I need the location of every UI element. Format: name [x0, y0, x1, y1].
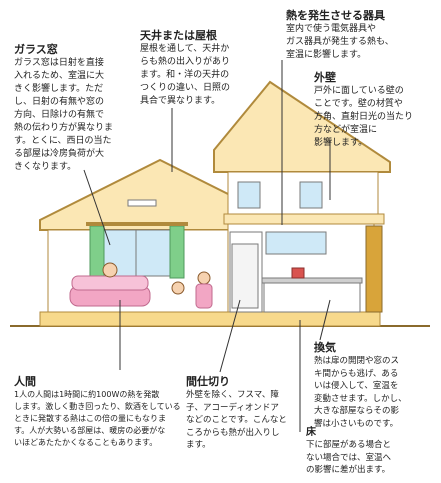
floor-band [39, 311, 381, 327]
ventilation-line-3: いは侵入して、室温を [314, 381, 399, 391]
kitchen-window [265, 231, 327, 255]
partition-label: 間仕切り 外壁を除く、フスマ、障 子、アコーディオンドア などのことです。こんな… [186, 374, 302, 452]
ventilation-line-1: 熱は扉の開閉や窓のス [314, 356, 400, 366]
person-head-3 [197, 271, 211, 285]
kitchen-counter [263, 281, 361, 313]
partition-line-2: 子、アコーディオンドア [186, 402, 279, 413]
outer-wall-line-1: 戸外に面している壁の [314, 86, 404, 96]
upper-window-2 [299, 181, 323, 209]
people-line-1: 1人の人間は1時間に約100Wの熱を発散 [14, 390, 160, 399]
curtain-left [89, 225, 105, 279]
leader-partition [219, 299, 241, 373]
ceiling-label: 天井または屋根 屋根を通して、天井か らも熱の出入りがあり ます。和・洋の天井の… [140, 28, 260, 108]
ventilation-line-2: キ間からも逃げ、ある [314, 368, 399, 379]
ventilation-line-5: 大きな部屋ならその影 [314, 406, 400, 416]
outer-wall-line-3: 方角、直射日光の当たり [314, 112, 414, 122]
partition-line-5: ます。 [186, 440, 211, 450]
people-line-3: ときに発散する熱はこの倍の量にもなりま [14, 414, 166, 423]
curtain-right [169, 225, 185, 279]
people-title: 人間 [14, 375, 36, 388]
appliances-title: 熱を発生させる器具 [286, 9, 385, 22]
ceiling-line-3: ます。和・洋の天井の [140, 70, 230, 80]
mid-floor-band [223, 213, 385, 225]
people-line-5: いほどあたたかくなることもあります。 [14, 438, 158, 447]
ventilation-label: 換気 熱は扉の開閉や窓のス キ間からも逃げ、ある いは侵入して、室温を 変動させ… [314, 340, 438, 430]
leader-window [83, 169, 111, 246]
people-line-4: す。人が大勢いる部屋は、暖房の必要がな [14, 426, 166, 435]
person-body-3 [195, 283, 213, 309]
appliances-line-1: 室内で使う電気器具や [286, 24, 377, 34]
window-line-6: 熱の伝わり方が異なりま [14, 123, 114, 133]
ceiling-line-1: 屋根を通して、天井か [140, 44, 230, 54]
ceiling-line-2: らも熱の出入りがあり [140, 57, 231, 67]
floor-line-2: ない場合では、室温へ [306, 452, 392, 463]
window-line-3: きく影響します。ただ [14, 84, 104, 94]
partition-line-3: などのことです。こんなと [186, 415, 287, 425]
outer-wall-line-2: ことです。壁の材質や [314, 99, 403, 109]
floor-title: 床 [306, 427, 316, 438]
pot [291, 267, 305, 279]
floor-label: 床 下に部屋がある場合と ない場合では、室温へ の影響に差が出ます。 [306, 426, 436, 477]
ceiling-line-4: つくりの違い、日照の [140, 83, 231, 93]
outer-wall-label: 外壁 戸外に面している壁の ことです。壁の材質や 方角、直射日光の当たり 方など… [314, 70, 434, 150]
partition-line-1: 外壁を除く、フスマ、障 [186, 390, 279, 400]
person-head-1 [102, 262, 118, 278]
ventilation-line-4: 変動させます。しかし、 [314, 393, 407, 404]
person-head-2 [171, 281, 185, 295]
people-label: 人間 1人の人間は1時間に約100Wの熱を発散 します。激しく動き回ったり、飲酒… [14, 374, 190, 449]
appliances-line-3: 室温に影響します。 [286, 50, 367, 60]
ventilation-line-6: 響は小さいものです。 [314, 418, 399, 429]
ceiling-line-5: 具合で異なります。 [140, 96, 221, 106]
window-line-7: す。とくに、西日の当た [14, 136, 112, 146]
window-line-1: ガラス窓は日射を直接 [14, 58, 104, 68]
ceiling-title: 天井または屋根 [140, 29, 217, 42]
appliances-label: 熱を発生させる器具 室内で使う電気器具や ガス器具が発生する熱も、 室温に影響し… [286, 8, 426, 62]
window-title: ガラス窓 [14, 43, 58, 56]
right-roof [213, 80, 391, 173]
outer-wall-line-5: 影響します。 [314, 138, 368, 148]
window-line-2: 入れるため、室温に大 [14, 71, 105, 81]
upper-window-1 [237, 181, 261, 209]
curtain-rail [86, 222, 188, 226]
outer-wall-title: 外壁 [314, 71, 336, 84]
ceiling-light [127, 199, 157, 207]
window-line-4: し、日射の有無や窓の [14, 97, 105, 107]
appliances-line-2: ガス器具が発生する熱も、 [286, 37, 394, 47]
window-line-5: 方向、日除けの有無で [14, 110, 105, 120]
ventilation-title: 換気 [314, 341, 336, 354]
counter-top [261, 277, 363, 284]
leader-ventilation [319, 299, 331, 341]
door [365, 225, 383, 313]
partition-line-4: ころからも熱が出入りし [186, 427, 280, 438]
fridge [231, 243, 259, 309]
window-label: ガラス窓 ガラス窓は日射を直接 入れるため、室温に大 きく影響します。ただ し、… [14, 42, 144, 174]
outer-wall-line-4: 方などが室温に [314, 125, 378, 135]
people-line-2: します。激しく動き回ったり、飲酒をしている [14, 402, 181, 411]
window-line-8: る部屋は冷房負荷が大 [14, 149, 105, 159]
sofa-back [71, 275, 149, 291]
floor-line-3: の影響に差が出ます。 [306, 465, 391, 475]
partition-title: 間仕切り [186, 375, 230, 388]
window-line-9: きくなります。 [14, 162, 77, 172]
floor-line-1: 下に部屋がある場合と [306, 440, 392, 450]
